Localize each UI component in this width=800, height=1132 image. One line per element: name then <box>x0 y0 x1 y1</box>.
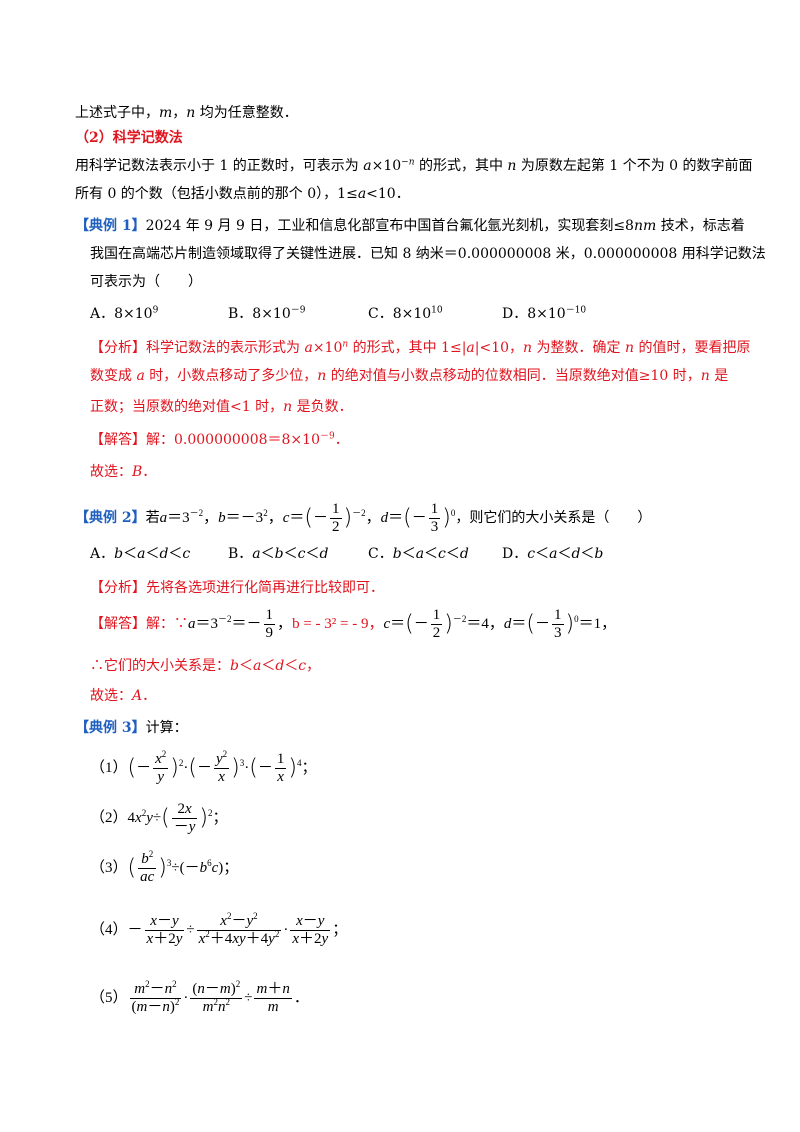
example1-tag: 【典例 1】 <box>75 218 146 234</box>
definition-line-2: 所有 0 的个数（包括小数点前的那个 0），1≤a<10． <box>75 186 410 202</box>
example2-option-a: A．b＜a＜d＜c <box>90 546 191 562</box>
example1-line-2: 我国在高端芯片制造领域取得了关键性进展．已知 8 纳米＝0.000000008 … <box>90 246 766 262</box>
answer-tag: 【解答】 <box>90 432 146 448</box>
example2-tag: 【典例 2】 <box>75 510 146 526</box>
example1-option-d: D．8×10－10 <box>502 305 587 322</box>
example3-header: 【典例 3】计算： <box>75 720 188 736</box>
example2-option-d: D．c＜a＜d＜b <box>502 546 604 562</box>
intro-text: 上述式子中，m，n 均为任意整数． <box>75 105 298 121</box>
example2-option-b: B．a＜b＜c＜d <box>228 546 329 562</box>
example1-option-b: B．8×10－9 <box>228 305 306 322</box>
example1-analysis-1: 【分析】科学记数法的表示形式为 a×10n 的形式，其中 1≤|a|<10，n … <box>90 339 751 356</box>
example1-line-3: 可表示为（ ） <box>90 274 202 290</box>
example2-option-c: C．b＜a＜c＜d <box>368 546 469 562</box>
section-title: （2）科学记数法 <box>75 130 183 146</box>
example1-analysis-2: 数变成 a 时，小数点移动了多少位，n 的绝对值与小数点移动的位数相同．当原数绝… <box>90 368 729 384</box>
example1-answer: 【解答】解：0.000000008＝8×10－9． <box>90 431 349 448</box>
example2-choice: 故选：A． <box>90 688 157 704</box>
example2-conclusion: ∴它们的大小关系是：b＜a＜d＜c， <box>90 658 321 674</box>
analysis-tag: 【分析】 <box>90 340 146 356</box>
example1-choice: 故选：B． <box>90 464 157 480</box>
example1-line-1: 【典例 1】2024 年 9 月 9 日，工业和信息化部宣布中国首台氟化氩光刻机… <box>75 218 745 234</box>
example3-item-2: （2）4x2y÷(2x－y)2； <box>90 801 228 836</box>
definition-line-1: 用科学记数法表示小于 1 的正数时，可表示为 a×10−n 的形式，其中 n 为… <box>75 157 753 174</box>
example1-option-c: C．8×1010 <box>368 305 443 322</box>
example1-option-a: A．8×109 <box>90 305 159 322</box>
example2-analysis: 【分析】先将各选项进行化简再进行比较即可． <box>90 580 384 596</box>
example1-analysis-3: 正数；当原数的绝对值<1 时，n 是负数． <box>90 399 353 415</box>
